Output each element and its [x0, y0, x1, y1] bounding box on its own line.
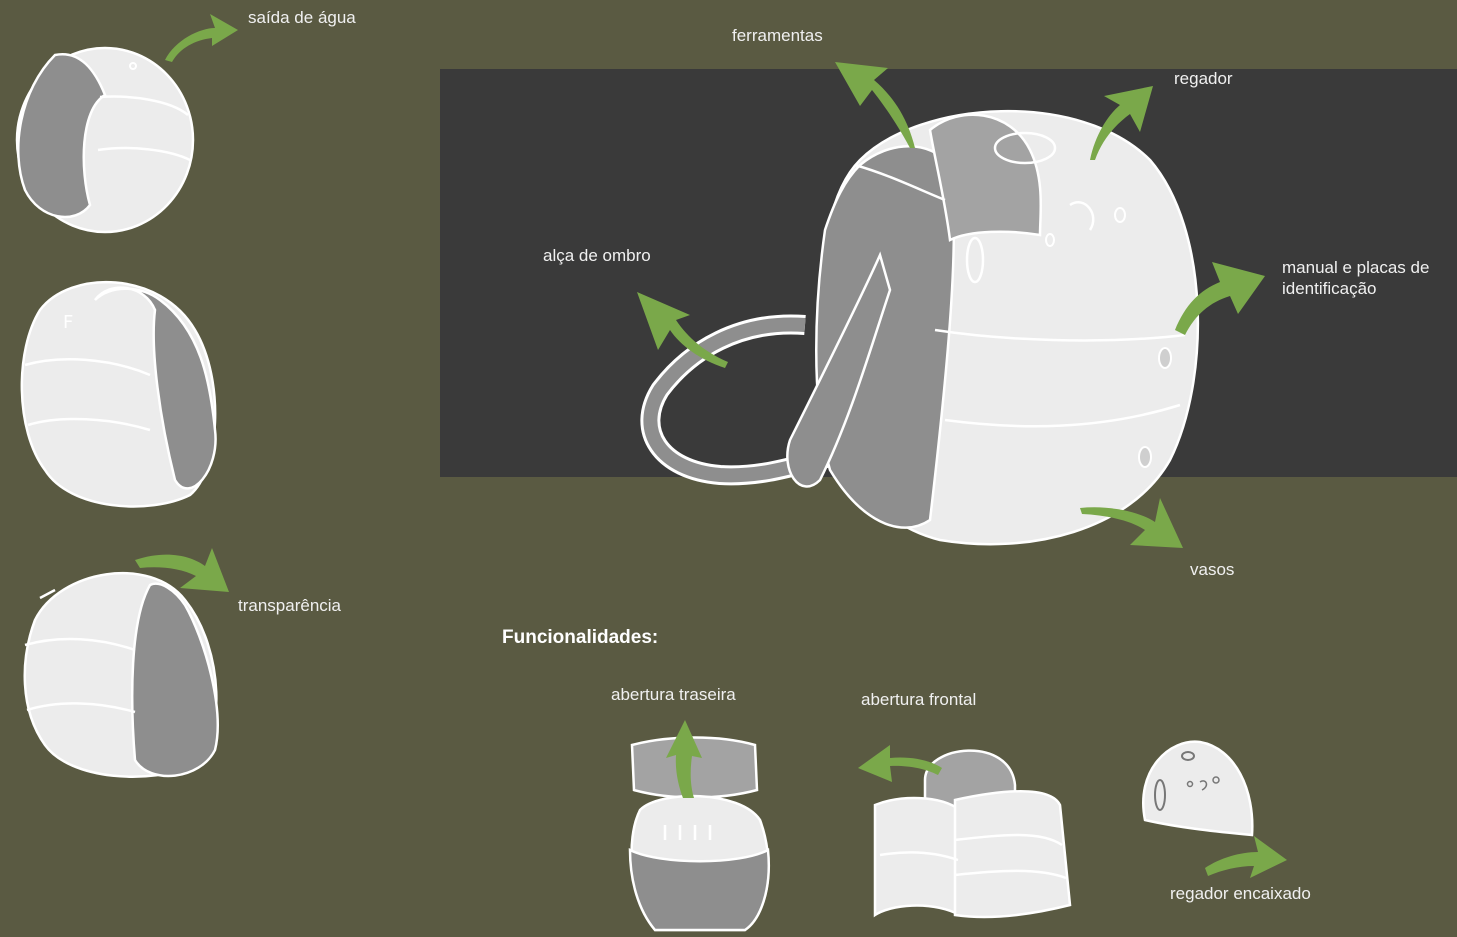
svg-text:F: F [63, 312, 73, 333]
label-alca-ombro: alça de ombro [543, 245, 651, 266]
label-abertura-frontal: abertura frontal [861, 689, 976, 710]
sketch-view-2: F [22, 282, 216, 506]
sketch-view-3 [25, 573, 218, 777]
front-opening-illustration [875, 751, 1070, 917]
label-vasos: vasos [1190, 559, 1234, 580]
main-backpack-illustration [650, 111, 1198, 544]
sketch-view-1 [17, 48, 193, 232]
arrow-regador-encaixado [1205, 836, 1287, 878]
label-manual-placas: manual e placas de identificação [1282, 257, 1442, 299]
label-ferramentas: ferramentas [732, 25, 823, 46]
arrow-saida-agua [165, 14, 238, 62]
arrow-ferramentas [835, 62, 915, 148]
rear-opening-illustration [630, 738, 769, 931]
label-saida-agua: saída de água [248, 7, 356, 28]
fitted-watering-can-illustration [1143, 742, 1252, 835]
label-regador: regador [1174, 68, 1233, 89]
heading-funcionalidades: Funcionalidades: [502, 627, 658, 649]
label-transparencia: transparência [238, 595, 341, 616]
label-regador-encaixado: regador encaixado [1170, 883, 1311, 904]
label-abertura-traseira: abertura traseira [611, 684, 736, 705]
